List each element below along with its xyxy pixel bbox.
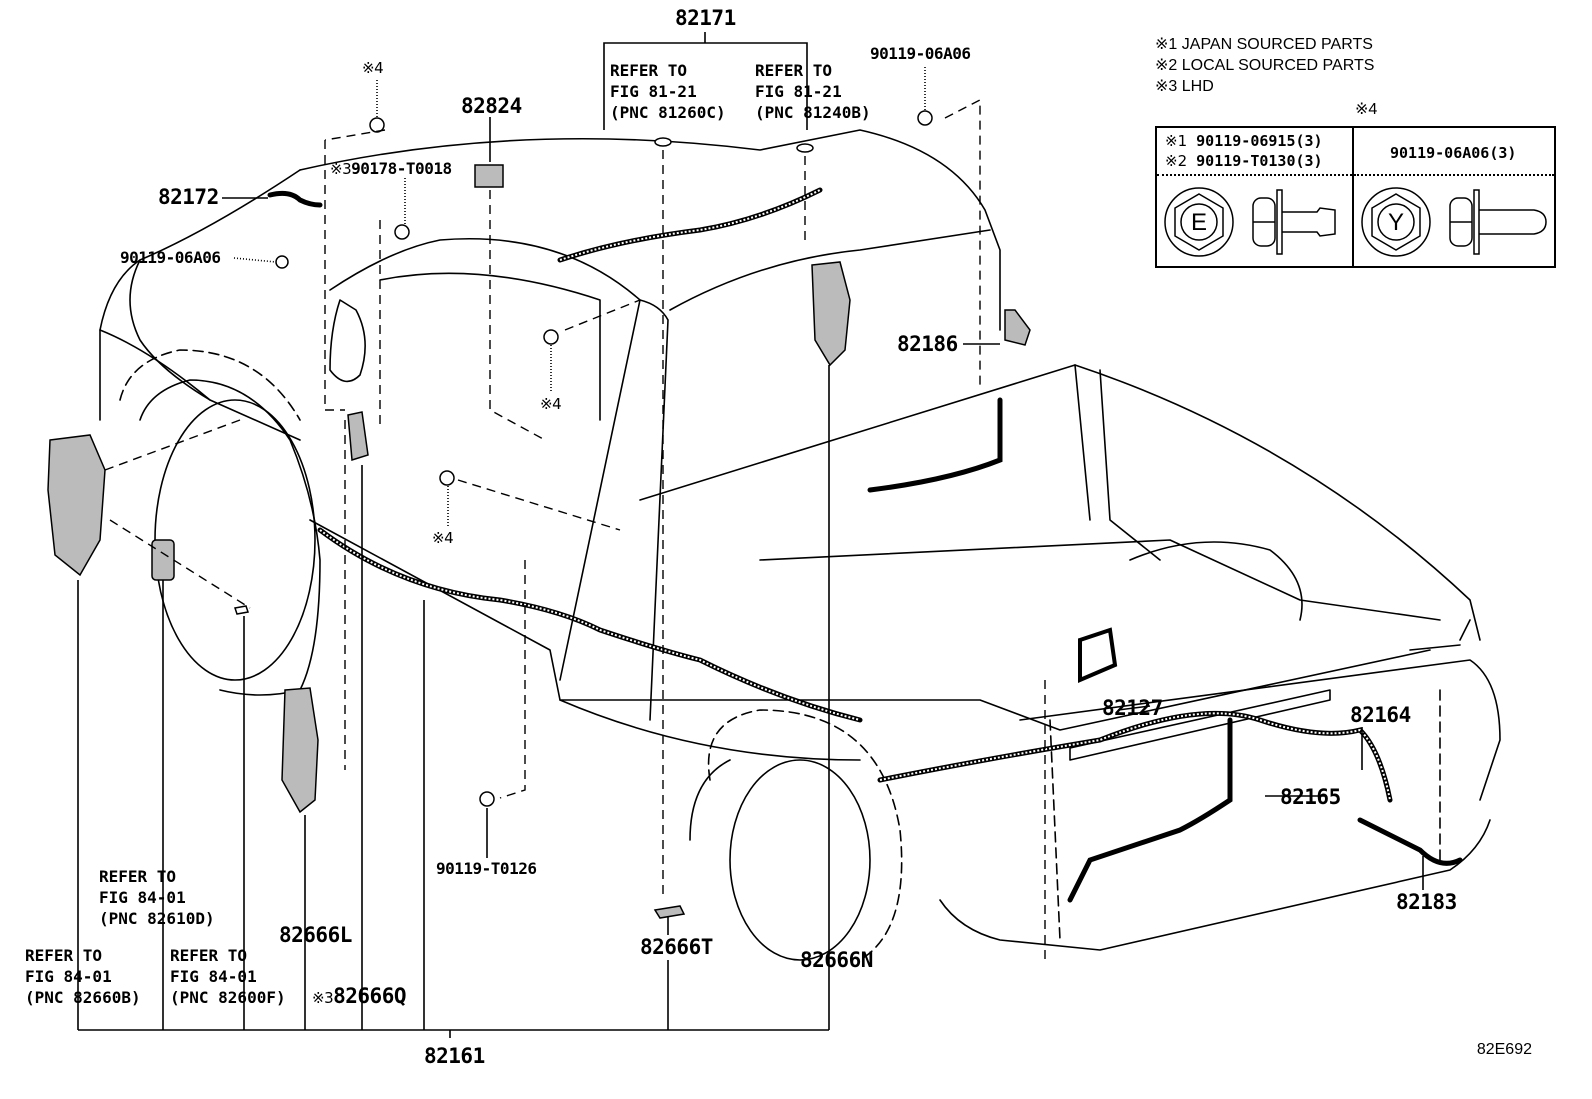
fastener-part-japan[interactable]: ※1 90119-06915(3) xyxy=(1165,132,1323,150)
cab-roof-outline xyxy=(299,129,1001,331)
part-label-82666L[interactable]: 82666L xyxy=(279,923,352,947)
harness-82172-wire xyxy=(267,190,323,208)
lhd-mark: ※3 xyxy=(330,160,352,178)
cab-lower-edge xyxy=(309,519,861,761)
part-label-82666Q[interactable]: ※382666Q xyxy=(312,984,406,1008)
bolt-low-mark4 xyxy=(439,470,455,486)
legend-note-2: ※2 LOCAL SOURCED PARTS xyxy=(1155,57,1375,74)
lhd-mark: ※3 xyxy=(312,989,334,1007)
clamp-82127 xyxy=(1078,627,1118,684)
bolt-Y-drawing: Y xyxy=(1361,187,1547,257)
relay-82824 xyxy=(474,164,504,188)
part-label-82183[interactable]: 82183 xyxy=(1396,890,1457,914)
bolt-90119-06A06-left xyxy=(275,255,289,269)
windshield-outline xyxy=(99,169,301,421)
harness-82165 xyxy=(1067,717,1233,903)
part-label-82165[interactable]: 82165 xyxy=(1280,785,1341,809)
fastener-part-local[interactable]: ※2 90119-T0130(3) xyxy=(1165,152,1323,170)
bed-wheel-well xyxy=(1129,541,1303,621)
junction-block-front xyxy=(47,434,106,577)
front-wheel-arch xyxy=(119,349,301,421)
part-label-82666N[interactable]: 82666N xyxy=(800,948,873,972)
fastener-column-Y: 90119-06A06(3) Y xyxy=(1354,128,1554,266)
rear-wheel-arch xyxy=(707,709,903,961)
bed-top-rail xyxy=(1074,364,1481,641)
bed-front-wall xyxy=(639,364,1091,521)
part-label-82127[interactable]: 82127 xyxy=(1102,696,1163,720)
b-pillar xyxy=(639,299,669,721)
clip-82600F xyxy=(234,605,249,615)
bracket-82161 xyxy=(77,365,830,1038)
fastener-part-standard[interactable]: 90119-06A06(3) xyxy=(1390,144,1517,162)
part-label-90119-T0126[interactable]: 90119-T0126 xyxy=(436,859,537,878)
side-mirror xyxy=(329,299,366,383)
door-frame xyxy=(379,272,601,421)
bolt-mid-mark4 xyxy=(543,329,559,345)
bolt-letter-Y: Y xyxy=(1388,209,1404,236)
part-label-82161[interactable]: 82161 xyxy=(424,1044,485,1068)
legend-note-1: ※1 JAPAN SOURCED PARTS xyxy=(1155,36,1373,53)
bracket-82186 xyxy=(1004,309,1031,346)
junction-block-82666N xyxy=(811,261,851,367)
part-label-90178-T0018[interactable]: ※390178-T0018 xyxy=(330,159,452,178)
bed-floor xyxy=(759,539,1441,621)
connector-82666T xyxy=(653,905,686,919)
fastener-table-title: ※4 xyxy=(1355,101,1378,118)
a-pillar xyxy=(329,237,641,681)
bracket-82666L xyxy=(281,687,319,814)
connector-82666Q xyxy=(347,411,369,461)
part-label-90119-06A06-top[interactable]: 90119-06A06 xyxy=(870,44,971,63)
part-label-82171[interactable]: 82171 xyxy=(675,6,736,30)
hex-head-icon xyxy=(1174,193,1224,251)
bolt-E-drawing: E xyxy=(1164,187,1336,257)
bolt-head-circle xyxy=(1164,187,1234,257)
connector-82610D xyxy=(151,539,175,581)
clip-90178 xyxy=(394,224,410,240)
grommet-81260C xyxy=(654,137,672,147)
part-label-82164[interactable]: 82164 xyxy=(1350,703,1411,727)
rear-bumper xyxy=(939,819,1491,951)
mark4-label-mid: ※4 xyxy=(540,395,562,413)
harness-82183 xyxy=(1357,817,1463,866)
bracket-82171 xyxy=(603,32,808,130)
bolt-90119-T0126 xyxy=(479,791,495,807)
part-label-82186[interactable]: 82186 xyxy=(897,332,958,356)
bolt-letter-E: E xyxy=(1191,209,1207,236)
fastener-table: ※1 90119-06915(3) ※2 90119-T0130(3) E 90… xyxy=(1155,126,1556,268)
hex-head-icon xyxy=(1371,193,1421,251)
bed-side-rail xyxy=(559,649,1431,731)
bolt-90119-06A06-top xyxy=(917,110,933,126)
tailgate xyxy=(1019,659,1501,801)
fastener-column-E: ※1 90119-06915(3) ※2 90119-T0130(3) E xyxy=(1157,128,1354,266)
mark4-label-low: ※4 xyxy=(432,529,454,547)
rear-cab-wall xyxy=(669,229,991,311)
part-label-82172[interactable]: 82172 xyxy=(158,185,219,209)
hood-line xyxy=(99,329,301,441)
part-label-90119-06A06-left[interactable]: 90119-06A06 xyxy=(120,248,221,267)
harness-bed xyxy=(867,397,1003,493)
figure-code: 82E692 xyxy=(1476,1041,1532,1058)
part-label-82666T[interactable]: 82666T xyxy=(640,935,713,959)
part-label-82824[interactable]: 82824 xyxy=(461,94,522,118)
legend-note-3: ※3 LHD xyxy=(1155,78,1214,95)
mark4-label-top: ※4 xyxy=(362,59,384,77)
rear-wheel xyxy=(729,759,871,961)
grommet-81240B xyxy=(796,143,814,153)
